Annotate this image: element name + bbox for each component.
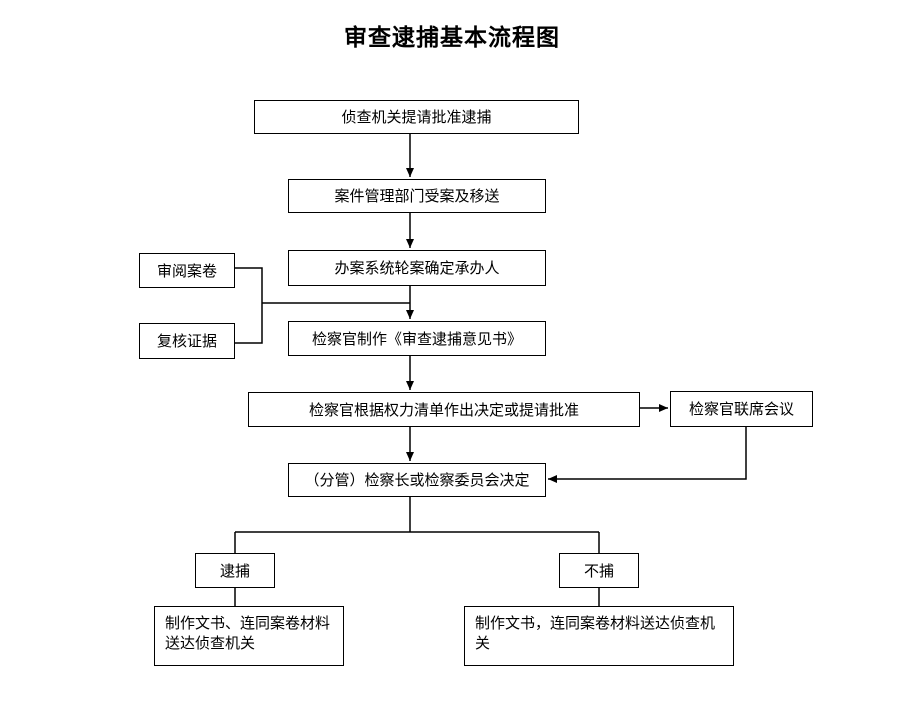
- page-title: 审查逮捕基本流程图: [344, 24, 560, 51]
- box-no-arrest-docs: 制作文书，连同案卷材料送达侦查机关: [464, 606, 734, 666]
- box-chief-decision: （分管）检察长或检察委员会决定: [288, 463, 546, 497]
- box-verify-evidence: 复核证据: [139, 323, 235, 359]
- box-no-arrest: 不捕: [559, 553, 639, 588]
- connector-review-files: [235, 267, 263, 344]
- box-prosecutor-opinion: 检察官制作《审查逮捕意见书》: [288, 321, 546, 356]
- box-case-management: 案件管理部门受案及移送: [288, 179, 546, 213]
- box-investigation-request: 侦查机关提请批准逮捕: [254, 100, 579, 134]
- arrow-meeting-to-chief: [548, 427, 747, 483]
- box-arrest: 逮捕: [195, 553, 275, 588]
- box-review-files: 审阅案卷: [139, 253, 235, 288]
- box-joint-meeting: 检察官联席会议: [670, 391, 813, 427]
- box-arrest-docs: 制作文书、连同案卷材料送达侦查机关: [154, 606, 344, 666]
- box-prosecutor-decision: 检察官根据权力清单作出决定或提请批准: [248, 392, 640, 427]
- box-case-assignment: 办案系统轮案确定承办人: [288, 250, 546, 286]
